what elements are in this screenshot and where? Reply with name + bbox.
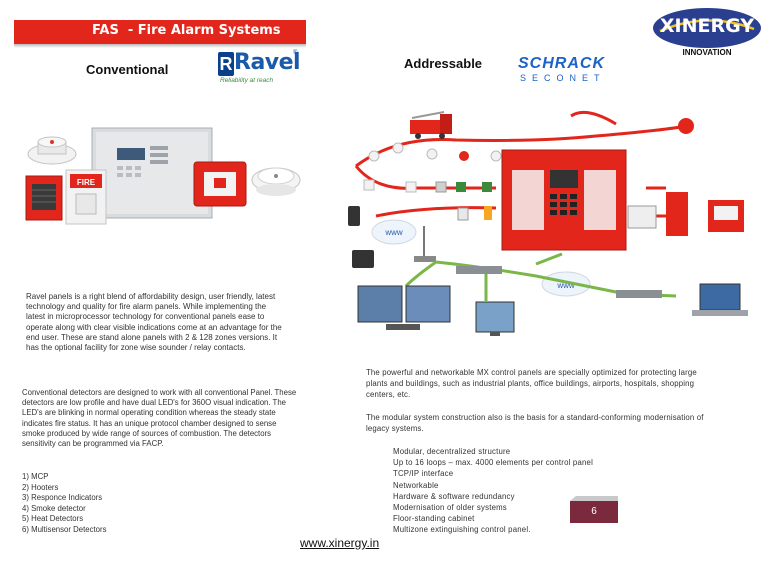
fire-sign-icon: FIRE	[65, 169, 107, 225]
list-item: Up to 16 loops – max. 4000 elements per …	[393, 458, 594, 468]
ravel-logo-mark: R	[218, 52, 234, 76]
mx-panels-description: The powerful and networkable MX control …	[366, 368, 697, 399]
xinergy-logo: XINERGY INNOVATION	[652, 5, 762, 60]
website-link[interactable]: www.xinergy.in	[300, 536, 380, 550]
sub-panel-icon	[627, 205, 657, 229]
router-icon	[414, 226, 436, 262]
heat-detector-icon	[27, 136, 77, 165]
conventional-products-image: FIRE	[25, 127, 301, 225]
smoke-detector-icon	[251, 167, 301, 196]
list-item: Modular, decentralized structure	[393, 447, 511, 456]
list-item: 5) Heat Detectors	[22, 514, 84, 524]
list-item: TCP/IP interface	[393, 469, 454, 479]
schrack-logo-name: SCHRACK	[518, 55, 605, 72]
detector-list: 1) MCP 2) Hooters 3) Responce Indicators…	[22, 472, 222, 536]
xinergy-logo-name: XINERGY	[659, 15, 755, 37]
feature-list: Modular, decentralized structure Up to 1…	[393, 446, 693, 536]
fire-truck-icon	[410, 111, 452, 139]
network-switch-icon-2	[616, 290, 662, 298]
list-item: Multizone extinguishing control panel.	[393, 525, 531, 535]
page-number: 6	[570, 501, 618, 523]
registered-mark: ®	[293, 50, 298, 56]
tablet-icon	[352, 250, 374, 268]
addressable-network-diagram: www www	[348, 110, 748, 336]
workstation-icon	[357, 285, 451, 330]
list-item: Hardware & software redundancy	[393, 491, 515, 501]
repeater-panel-icon	[666, 192, 688, 236]
manual-call-point-icon	[193, 161, 247, 207]
cloud-icon-left: www	[371, 219, 417, 245]
list-item: 3) Responce Indicators	[22, 493, 103, 503]
mx-control-panel-icon	[501, 149, 627, 251]
list-item: Floor-standing cabinet	[393, 514, 475, 524]
addressable-heading: Addressable	[404, 56, 483, 71]
hooter-icon	[25, 175, 63, 221]
cloud-label-right: www	[556, 281, 575, 290]
page-tab-edge	[570, 496, 618, 501]
title-banner	[14, 20, 306, 44]
modular-construction-description: The modular system construction also is …	[366, 413, 704, 433]
fire-bell-icon	[678, 118, 694, 134]
ravel-tagline: Reliability at reach	[220, 77, 274, 84]
page-title: FAS - Fire Alarm Systems	[92, 23, 281, 38]
laptop-icon	[692, 283, 748, 316]
loop-detectors	[363, 142, 502, 221]
ravel-logo-name: Ravel	[234, 50, 301, 75]
logo-ellipse	[653, 8, 761, 48]
cloud-icon-right: www	[541, 271, 591, 297]
conventional-heading: Conventional	[86, 62, 169, 77]
list-item: 2) Hooters	[22, 482, 59, 492]
network-switch-icon	[456, 266, 502, 274]
monitor-icon	[475, 301, 515, 336]
list-item: Networkable	[393, 480, 439, 490]
xinergy-tagline: INNOVATION	[682, 48, 732, 57]
ravel-description: Ravel panels is a right blend of afforda…	[26, 292, 282, 353]
list-item: 1) MCP	[22, 472, 49, 481]
ravel-logo: R Ravel ® Reliability at reach	[218, 50, 301, 84]
schrack-logo: SCHRACK SECONET	[518, 55, 622, 85]
list-item: Modernisation of older systems	[393, 503, 507, 513]
phone-icon	[348, 206, 360, 226]
schrack-logo-sub: SECONET	[520, 73, 606, 83]
banner-shadow	[14, 44, 306, 48]
fire-sign-label: FIRE	[77, 178, 96, 187]
list-item: 4) Smoke detector	[22, 503, 86, 513]
detectors-description: Conventional detectors are designed to w…	[22, 388, 297, 449]
control-panel-icon	[91, 127, 213, 219]
cloud-label-left: www	[384, 228, 403, 237]
list-item: 6) Multisensor Detectors	[22, 524, 107, 534]
